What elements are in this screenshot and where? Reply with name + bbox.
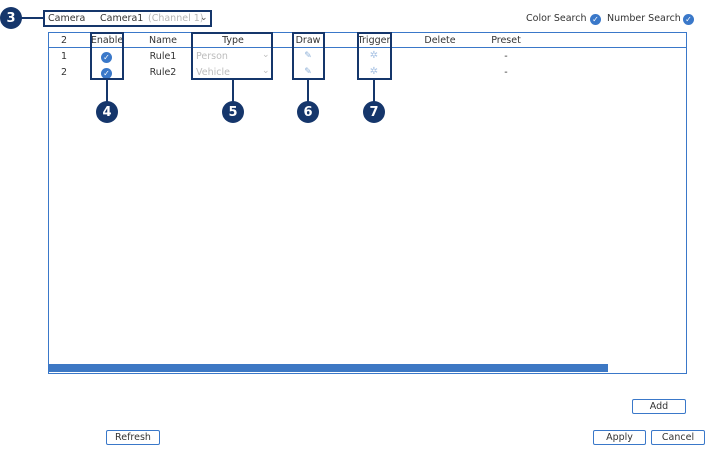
row-1-index: 1	[60, 51, 68, 62]
row-2-type-chevron-down-icon[interactable]: ⌄	[262, 66, 270, 76]
header-preset: Preset	[491, 35, 521, 46]
callout-7-line	[373, 80, 375, 102]
color-search-check-icon[interactable]: ✓	[590, 14, 601, 25]
chevron-down-icon[interactable]: ⌄	[200, 13, 208, 23]
row-1-draw-pencil-icon[interactable]: ✎	[304, 51, 312, 61]
horizontal-scrollbar[interactable]	[49, 364, 608, 372]
rules-table	[48, 32, 687, 374]
callout-3: 3	[0, 7, 22, 29]
apply-button[interactable]: Apply	[593, 430, 646, 445]
number-search-check-icon[interactable]: ✓	[683, 14, 694, 25]
type-highlight-box	[191, 32, 273, 80]
camera-select-channel[interactable]: (Channel 1)	[148, 13, 204, 24]
row-2-trigger-gear-icon[interactable]: ✲	[369, 66, 379, 77]
callout-5-line	[232, 80, 234, 102]
header-draw: Draw	[295, 35, 321, 46]
number-search-label: Number Search	[607, 13, 681, 24]
row-1-trigger-gear-icon[interactable]: ✲	[369, 50, 379, 61]
header-delete: Delete	[424, 35, 456, 46]
callout-3-line	[21, 17, 43, 19]
enable-highlight-box	[90, 32, 124, 80]
row-1-type-chevron-down-icon[interactable]: ⌄	[262, 50, 270, 60]
row-2-preset: -	[504, 67, 508, 78]
row-2-index: 2	[60, 67, 68, 78]
header-enable: Enable	[90, 35, 124, 46]
row-1-preset: -	[504, 51, 508, 62]
callout-4: 4	[96, 101, 118, 123]
header-count: 2	[60, 35, 68, 46]
callout-7: 7	[363, 101, 385, 123]
camera-label: Camera	[48, 13, 86, 24]
table-header-divider	[48, 47, 687, 48]
row-1-type-select[interactable]: Person	[196, 51, 228, 62]
color-search-label: Color Search	[526, 13, 587, 24]
row-1-name: Rule1	[149, 51, 177, 62]
callout-4-line	[106, 80, 108, 102]
row-2-draw-pencil-icon[interactable]: ✎	[304, 67, 312, 77]
row-1-enable-check-icon[interactable]: ✓	[101, 52, 112, 63]
camera-highlight-box	[43, 10, 212, 27]
horizontal-scrollbar-track[interactable]	[608, 364, 686, 372]
callout-6: 6	[297, 101, 319, 123]
camera-select-value[interactable]: Camera1	[100, 13, 144, 24]
add-button[interactable]: Add	[632, 399, 686, 414]
row-2-name: Rule2	[149, 67, 177, 78]
callout-6-line	[307, 80, 309, 102]
draw-highlight-box	[292, 32, 325, 80]
refresh-button[interactable]: Refresh	[106, 430, 160, 445]
header-trigger: Trigger	[357, 35, 391, 46]
header-type: Type	[222, 35, 244, 46]
callout-5: 5	[222, 101, 244, 123]
trigger-highlight-box	[357, 32, 392, 80]
header-name: Name	[148, 35, 178, 46]
row-2-type-select[interactable]: Vehicle	[196, 67, 230, 78]
cancel-button[interactable]: Cancel	[651, 430, 705, 445]
row-2-enable-check-icon[interactable]: ✓	[101, 68, 112, 79]
